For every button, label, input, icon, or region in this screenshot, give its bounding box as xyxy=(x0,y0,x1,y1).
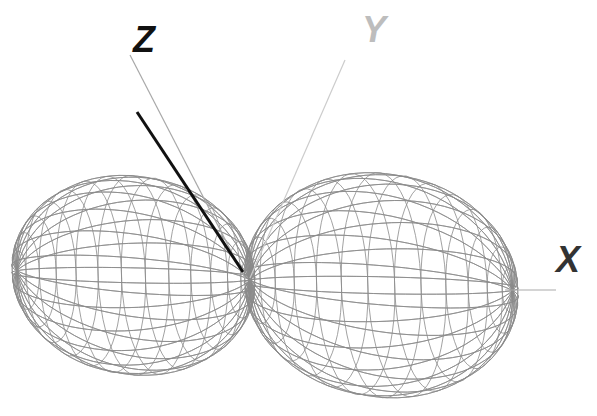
mesh-line xyxy=(246,223,516,349)
x-axis xyxy=(505,289,556,290)
mesh-line xyxy=(368,176,447,397)
y-axis-label: Y xyxy=(362,12,386,48)
mesh-line xyxy=(14,220,254,331)
mesh-line xyxy=(211,224,251,335)
mesh-line xyxy=(250,175,513,396)
mesh-line xyxy=(13,243,255,308)
mesh-line xyxy=(13,243,255,308)
mesh-line xyxy=(17,177,250,373)
mesh-line xyxy=(245,258,261,302)
mesh-line xyxy=(12,255,256,295)
mesh-line xyxy=(395,183,469,391)
z-axis xyxy=(130,55,245,278)
mesh-line xyxy=(245,249,517,322)
mesh-line xyxy=(245,235,518,335)
mesh-line xyxy=(14,220,254,331)
mesh-line xyxy=(446,210,503,369)
mesh-line xyxy=(39,190,98,356)
mesh-line xyxy=(244,276,518,294)
mesh-line xyxy=(16,181,251,371)
mesh-line xyxy=(13,209,253,341)
mesh-line xyxy=(26,201,76,342)
mesh-line xyxy=(250,218,294,343)
mesh-line xyxy=(17,175,250,375)
mesh-line xyxy=(17,175,250,375)
mesh-line xyxy=(250,173,513,398)
mesh-line xyxy=(12,267,256,283)
mesh-line xyxy=(17,216,57,327)
x-axis-label: X xyxy=(556,242,580,278)
y-axis xyxy=(250,60,345,278)
mesh-line xyxy=(17,177,250,373)
mesh-line xyxy=(56,181,122,365)
mesh-line xyxy=(76,177,146,373)
mesh-line xyxy=(249,178,513,392)
mesh-line xyxy=(421,195,488,382)
mesh-line xyxy=(248,201,515,371)
z-axis-label: Z xyxy=(133,22,155,58)
mesh-line xyxy=(245,237,276,323)
radiation-lobes xyxy=(12,173,519,398)
mesh-line xyxy=(12,231,254,320)
mesh-line xyxy=(16,181,251,371)
mesh-line xyxy=(246,211,516,360)
mesh-line xyxy=(250,173,513,398)
mesh-line xyxy=(275,189,342,376)
mesh-line xyxy=(12,251,26,290)
mesh-line xyxy=(249,178,513,392)
mesh-line xyxy=(244,263,518,309)
mesh-line xyxy=(12,255,256,295)
mesh-line xyxy=(250,175,513,396)
mesh-line xyxy=(12,231,254,320)
mesh-line xyxy=(246,223,516,349)
mesh-line xyxy=(245,235,518,335)
mesh-line xyxy=(248,201,515,371)
dipole-element xyxy=(137,112,243,272)
mesh-line xyxy=(169,195,228,361)
mesh-line xyxy=(245,249,517,322)
mesh-line xyxy=(260,202,317,361)
mesh-line xyxy=(244,263,518,309)
